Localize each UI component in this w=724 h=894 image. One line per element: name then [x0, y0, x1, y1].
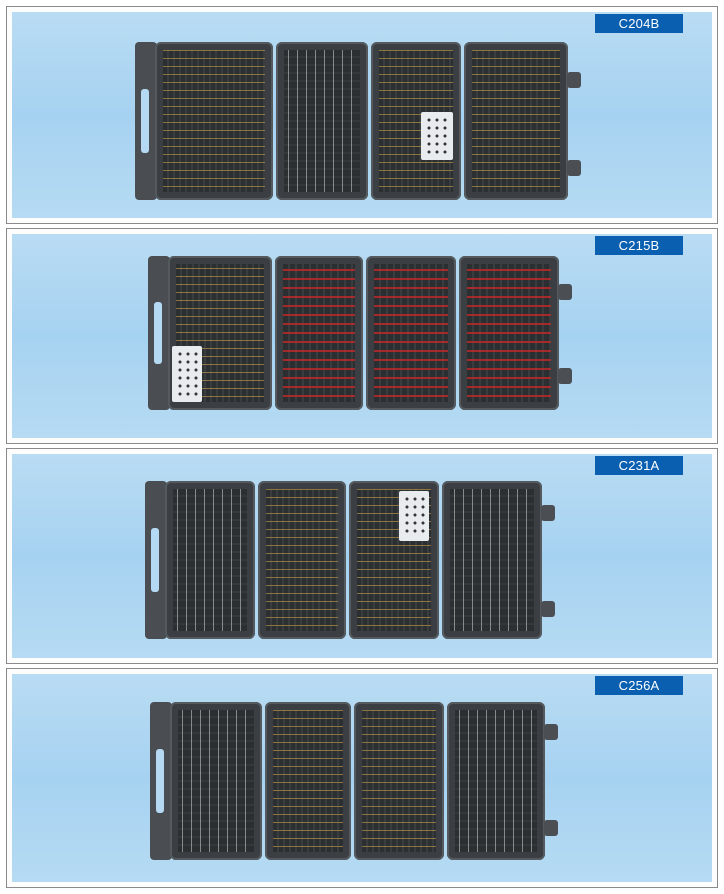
case-section-2 — [258, 481, 346, 639]
case-latch — [541, 505, 555, 521]
tool-case-image — [135, 42, 581, 200]
case-section-1 — [165, 481, 255, 639]
case-section-4 — [459, 256, 559, 410]
case-section-1 — [168, 256, 272, 410]
panel-background: C215B — [12, 234, 712, 438]
product-panel-c204b: C204B — [6, 6, 718, 224]
case-section-3 — [371, 42, 461, 200]
case-section-3 — [354, 702, 444, 860]
case-handle-left — [150, 702, 172, 860]
panel-background: C204B — [12, 12, 712, 218]
case-handle-left — [135, 42, 157, 200]
case-section-2 — [265, 702, 351, 860]
panel-background: C231A — [12, 454, 712, 658]
case-latch — [558, 284, 572, 300]
case-section-4 — [442, 481, 542, 639]
model-label: C256A — [595, 676, 683, 695]
case-latch — [544, 724, 558, 740]
product-panel-c231a: C231A — [6, 448, 718, 664]
case-section-2 — [275, 256, 363, 410]
gauge-plate — [172, 346, 202, 402]
case-section-4 — [464, 42, 568, 200]
case-latch — [544, 820, 558, 836]
case-section-1 — [170, 702, 262, 860]
case-latch — [567, 72, 581, 88]
case-latch — [567, 160, 581, 176]
case-latch — [541, 601, 555, 617]
case-handle-left — [145, 481, 167, 639]
case-handle-left — [148, 256, 170, 410]
model-label: C204B — [595, 14, 683, 33]
case-section-1 — [155, 42, 273, 200]
case-section-2 — [276, 42, 368, 200]
tool-case-image — [150, 702, 558, 860]
gauge-plate — [399, 491, 429, 541]
case-latch — [558, 368, 572, 384]
model-label: C231A — [595, 456, 683, 475]
panel-background: C256A — [12, 674, 712, 882]
product-panel-c256a: C256A — [6, 668, 718, 888]
case-section-3 — [366, 256, 456, 410]
gauge-plate — [421, 112, 453, 160]
model-label: C215B — [595, 236, 683, 255]
product-panel-c215b: C215B — [6, 228, 718, 444]
tool-case-image — [148, 256, 572, 410]
case-section-3 — [349, 481, 439, 639]
case-section-4 — [447, 702, 545, 860]
tool-case-image — [145, 481, 555, 639]
